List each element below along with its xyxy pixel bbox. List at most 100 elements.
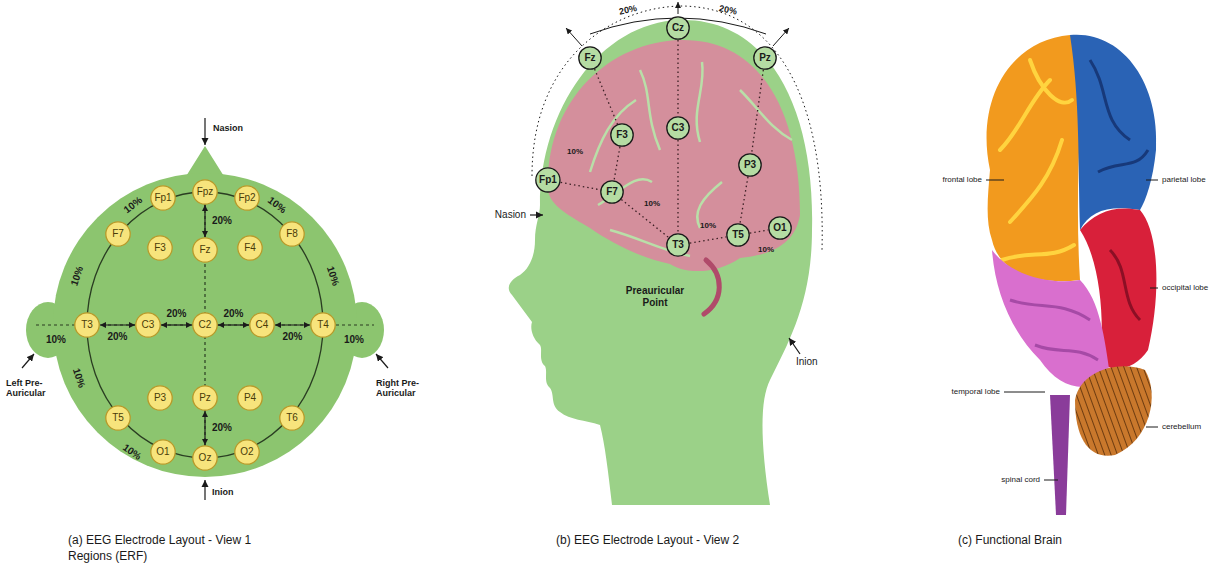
parietal-gyri — [1090, 60, 1148, 172]
electrode-label: Fp1 — [154, 193, 171, 203]
annotation: Nasion — [495, 209, 526, 221]
annotation: 10% — [567, 147, 583, 156]
brain-side — [548, 40, 800, 271]
electrode-label: T3 — [81, 320, 93, 330]
measure-arrow — [218, 324, 249, 325]
electrode: Pz — [192, 385, 218, 411]
outer-arc — [532, 6, 822, 250]
electrode-label: C2 — [199, 320, 212, 330]
measure-arrow — [100, 324, 135, 325]
electrode: F7 — [105, 221, 131, 247]
electrode-outline — [106, 406, 130, 430]
electrode: O1 — [150, 439, 176, 465]
electrode: Pz — [753, 46, 777, 70]
electrode-label: Pz — [199, 393, 211, 403]
electrode-label: T4 — [317, 320, 329, 330]
region-label: spinal cord — [1001, 475, 1040, 484]
measure-arrow — [275, 324, 310, 325]
electrode: F3 — [147, 235, 173, 261]
annotation: 10% — [122, 194, 145, 215]
electrode: C2 — [192, 312, 218, 338]
brain-sulci — [590, 62, 792, 256]
head-silhouette — [509, 20, 812, 505]
annotation: Right Pre-Auricular — [376, 378, 436, 399]
head-side-view — [509, 2, 822, 505]
electrode-label: C3 — [142, 320, 155, 330]
annotation: 10% — [121, 442, 144, 463]
electrode-outline — [151, 440, 175, 464]
electrode: Fz — [192, 237, 218, 263]
electrode-label: F4 — [244, 243, 256, 253]
electrode-outline — [280, 406, 304, 430]
electrode-outline — [739, 154, 761, 176]
annotation: 20% — [618, 3, 638, 17]
annotation: 10% — [344, 334, 364, 346]
electrode-label: P3 — [744, 160, 756, 170]
nasion-arrow — [530, 214, 543, 215]
annotation: 10% — [324, 265, 341, 288]
edge-percent: 20% — [106, 332, 128, 342]
electrode-outline — [238, 386, 262, 410]
measure-arrow — [161, 324, 192, 325]
annotation: 10% — [266, 194, 289, 215]
electrode-outline — [667, 17, 689, 39]
electrode: Fp1 — [535, 167, 561, 193]
electrode-outline — [75, 313, 99, 337]
inion-arrow — [789, 338, 800, 354]
fz-arrow — [566, 28, 582, 46]
electrode-outline — [193, 446, 217, 470]
electrode-label: F3 — [616, 130, 628, 140]
annotation: 10% — [700, 221, 716, 230]
head-outline — [53, 173, 357, 477]
electrode-link — [677, 40, 678, 116]
electrode-label: F7 — [606, 187, 618, 197]
electrode-label: Pz — [759, 53, 771, 63]
electrode-outline — [611, 124, 633, 146]
measure-arrow — [204, 205, 205, 237]
electrode: F8 — [279, 221, 305, 247]
region-label: parietal lobe — [1162, 175, 1206, 184]
electrode-outline — [151, 186, 175, 210]
electrode: Oz — [192, 445, 218, 471]
figure-caption: (c) Functional Brain — [958, 534, 1062, 548]
electrode-outline — [667, 234, 689, 256]
electrode-link — [690, 237, 726, 243]
annotation: Nasion — [213, 123, 243, 133]
electrode-link — [561, 182, 601, 189]
left-auricular-arrow — [22, 354, 34, 368]
electrode-link — [595, 69, 618, 124]
parietal-lobe-shape — [1070, 35, 1156, 230]
electrode-outline — [235, 186, 259, 210]
annotation: 10% — [68, 265, 85, 288]
electrode: T6 — [279, 405, 305, 431]
electrode-outline — [193, 238, 217, 262]
electrode: F4 — [237, 235, 263, 261]
electrode-link — [614, 147, 620, 180]
electrode: C3 — [666, 116, 690, 140]
electrode-label: T5 — [112, 413, 124, 423]
electrode-outline — [579, 47, 601, 69]
electrode: Fz — [578, 46, 602, 70]
electrode-label: F7 — [112, 229, 124, 239]
annotation: 10% — [644, 199, 660, 208]
electrode-link — [750, 230, 768, 233]
electrode-link — [677, 140, 678, 233]
inion-arrow — [204, 480, 205, 500]
electrode: F3 — [610, 123, 634, 147]
electrode-label: T3 — [672, 240, 684, 250]
functional-brain — [986, 35, 1158, 515]
electrode: T3 — [74, 312, 100, 338]
edge-percent: 20% — [211, 423, 233, 433]
spinal-cord-shape — [1050, 395, 1070, 515]
electrode: O2 — [234, 439, 260, 465]
electrode-label: O1 — [156, 447, 169, 457]
electrode: Fp1 — [150, 185, 176, 211]
electrode-label: T5 — [732, 230, 744, 240]
electrode: P3 — [738, 153, 762, 177]
electrode-link — [752, 70, 764, 153]
electrode-label: P3 — [154, 393, 166, 403]
figure-caption: (b) EEG Electrode Layout - View 2 — [556, 534, 739, 548]
electrode: F7 — [600, 180, 624, 204]
electrode-label: T6 — [286, 413, 298, 423]
